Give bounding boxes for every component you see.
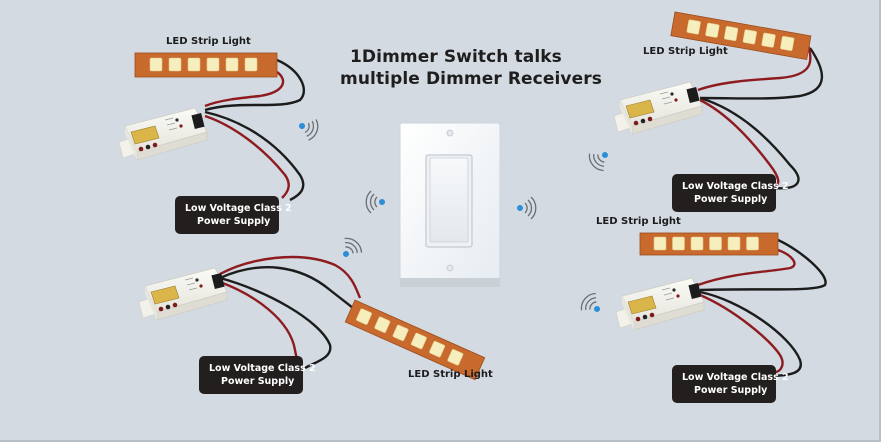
led-chip-icon xyxy=(225,57,239,72)
wire-red xyxy=(219,255,362,299)
dimmer-receiver xyxy=(118,107,208,161)
wire-red xyxy=(699,98,780,187)
dimmer-switch[interactable] xyxy=(399,122,501,287)
led-strip-label: LED Strip Light xyxy=(596,216,681,227)
led-chip-icon xyxy=(727,236,741,251)
title-line-2: multiple Dimmer Receivers xyxy=(340,69,602,89)
title-line-1: 1Dimmer Switch talks xyxy=(350,47,562,67)
wireless-signal-icon xyxy=(365,190,386,214)
led-chip-icon xyxy=(168,57,182,72)
power-supply-line-1: Low Voltage Class 2 xyxy=(682,181,789,192)
led-chip-icon xyxy=(709,236,722,251)
led-chip-icon xyxy=(374,316,391,333)
led-strip-top-left xyxy=(134,52,278,78)
wire-black xyxy=(699,290,802,378)
receiver-top-right xyxy=(613,11,824,190)
led-chip-icon xyxy=(724,26,739,42)
wire-black xyxy=(204,110,305,202)
power-supply-line-2: Power Supply xyxy=(694,194,768,205)
led-chip-icon xyxy=(429,340,446,358)
power-supply-box: Low Voltage Class 2 Power Supply xyxy=(672,365,789,403)
screw-icon xyxy=(446,129,454,137)
wireless-signal-icon xyxy=(516,196,537,220)
led-chip-icon xyxy=(742,29,757,45)
wire-red xyxy=(204,114,290,199)
diagram-title: 1Dimmer Switch talks multiple Dimmer Rec… xyxy=(340,46,602,90)
wire-black xyxy=(699,238,827,292)
dimmer-receiver xyxy=(615,277,705,331)
led-chip-icon xyxy=(410,332,427,350)
led-chip-icon xyxy=(686,19,701,35)
led-chip-icon xyxy=(690,236,704,251)
led-chip-icon xyxy=(761,32,776,48)
led-strip-bottom-left xyxy=(344,299,486,381)
led-chip-icon xyxy=(149,57,163,72)
led-strip-top-right xyxy=(670,11,812,61)
rocker-button[interactable] xyxy=(429,157,469,243)
wire-black xyxy=(699,96,800,190)
receiver-top-left xyxy=(118,52,306,202)
led-strip-label: LED Strip Light xyxy=(408,369,493,380)
led-strip-label: LED Strip Light xyxy=(166,36,251,47)
led-chip-icon xyxy=(653,236,667,251)
led-chip-icon xyxy=(244,57,258,72)
power-supply-line-1: Low Voltage Class 2 xyxy=(185,203,292,214)
wireless-signal-icon xyxy=(577,289,608,321)
wire-black xyxy=(219,266,356,311)
screw-icon xyxy=(446,264,454,272)
led-chip-icon xyxy=(672,236,685,251)
wireless-signal-icon xyxy=(585,143,616,175)
led-strip-bottom-right xyxy=(639,232,779,256)
dimmer-receiver xyxy=(613,81,703,135)
led-chip-icon xyxy=(780,35,795,51)
led-chip-icon xyxy=(746,236,759,251)
receiver-bottom-left xyxy=(138,255,486,381)
led-chip-icon xyxy=(447,349,464,366)
wireless-signal-icon xyxy=(334,234,366,265)
wire-red xyxy=(697,248,796,287)
led-chip-icon xyxy=(206,57,220,72)
switch-plate-edge xyxy=(400,278,500,287)
power-supply-line-1: Low Voltage Class 2 xyxy=(209,363,316,374)
power-supply-box: Low Voltage Class 2 Power Supply xyxy=(175,196,292,234)
power-supply-box: Low Voltage Class 2 Power Supply xyxy=(199,356,316,394)
led-strip-label: LED Strip Light xyxy=(643,46,728,57)
power-supply-line-2: Power Supply xyxy=(694,385,768,396)
power-supply-line-2: Power Supply xyxy=(221,376,295,387)
power-supply-line-2: Power Supply xyxy=(197,216,271,227)
wire-black xyxy=(219,276,332,370)
led-chip-icon xyxy=(187,57,201,72)
wire-black xyxy=(204,58,306,112)
led-chip-icon xyxy=(705,22,720,38)
wire-red xyxy=(204,71,285,108)
wire-black xyxy=(699,47,824,100)
wireless-signal-icon xyxy=(294,113,322,143)
power-supply-box: Low Voltage Class 2 Power Supply xyxy=(672,174,789,212)
led-chip-icon xyxy=(392,324,409,342)
led-chip-icon xyxy=(356,308,372,325)
wire-red xyxy=(219,280,303,368)
receiver-bottom-right xyxy=(615,232,827,378)
dimmer-receiver xyxy=(138,267,228,321)
power-supply-line-1: Low Voltage Class 2 xyxy=(682,372,789,383)
wire-red xyxy=(699,293,784,374)
wire-red xyxy=(697,43,812,92)
